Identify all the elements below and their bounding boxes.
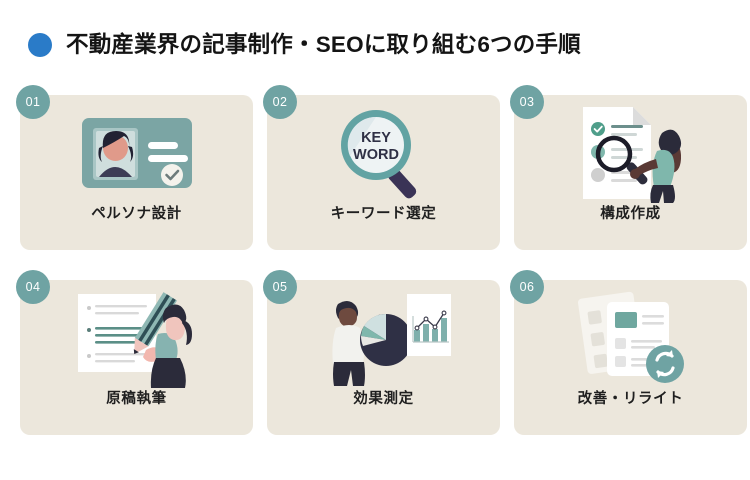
step-card-02[interactable]: 02 KEY WORD キーワード選定: [263, 85, 500, 250]
step-card-01[interactable]: 01 ペルソナ設計: [16, 85, 253, 250]
blue-dot-icon: [28, 33, 52, 57]
step-card-04[interactable]: 04: [16, 270, 253, 435]
step-number-badge: 05: [263, 270, 297, 304]
outline-document-review-illustration: [514, 95, 747, 205]
lens-text-key: KEY: [361, 130, 391, 146]
step-number-badge: 02: [263, 85, 297, 119]
step-card-label: ペルソナ設計: [91, 206, 182, 222]
rewrite-refresh-illustration-card[interactable]: 06: [510, 270, 747, 435]
lens-text-word: WORD: [353, 147, 399, 163]
refresh-icon: [645, 345, 684, 383]
writing-manuscript-illustration: [20, 280, 253, 390]
rewrite-refresh-illustration: [514, 280, 747, 390]
step-card-label: 改善・リライト: [577, 391, 684, 407]
step-card-label: 効果測定: [353, 391, 414, 407]
step-card-label: キーワード選定: [330, 206, 437, 222]
step-card-05[interactable]: 05: [263, 270, 500, 435]
step-number-badge: 03: [510, 85, 544, 119]
steps-grid: 01 ペルソナ設計 02: [16, 85, 747, 435]
persona-id-card-illustration: [20, 95, 253, 205]
analytics-measurement-illustration: [267, 280, 500, 390]
step-card-03[interactable]: 03: [510, 85, 747, 250]
step-card-label: 原稿執筆: [106, 391, 167, 407]
magnifier-keyword-illustration: KEY WORD: [267, 95, 500, 205]
page-title: 不動産業界の記事制作・SEOに取り組む6つの手順: [66, 31, 581, 57]
step-number-badge: 06: [510, 270, 544, 304]
step-number-badge: 04: [16, 270, 50, 304]
step-card-label: 構成作成: [600, 206, 661, 222]
page-header: 不動産業界の記事制作・SEOに取り組む6つの手順: [28, 33, 581, 57]
step-number-badge: 01: [16, 85, 50, 119]
